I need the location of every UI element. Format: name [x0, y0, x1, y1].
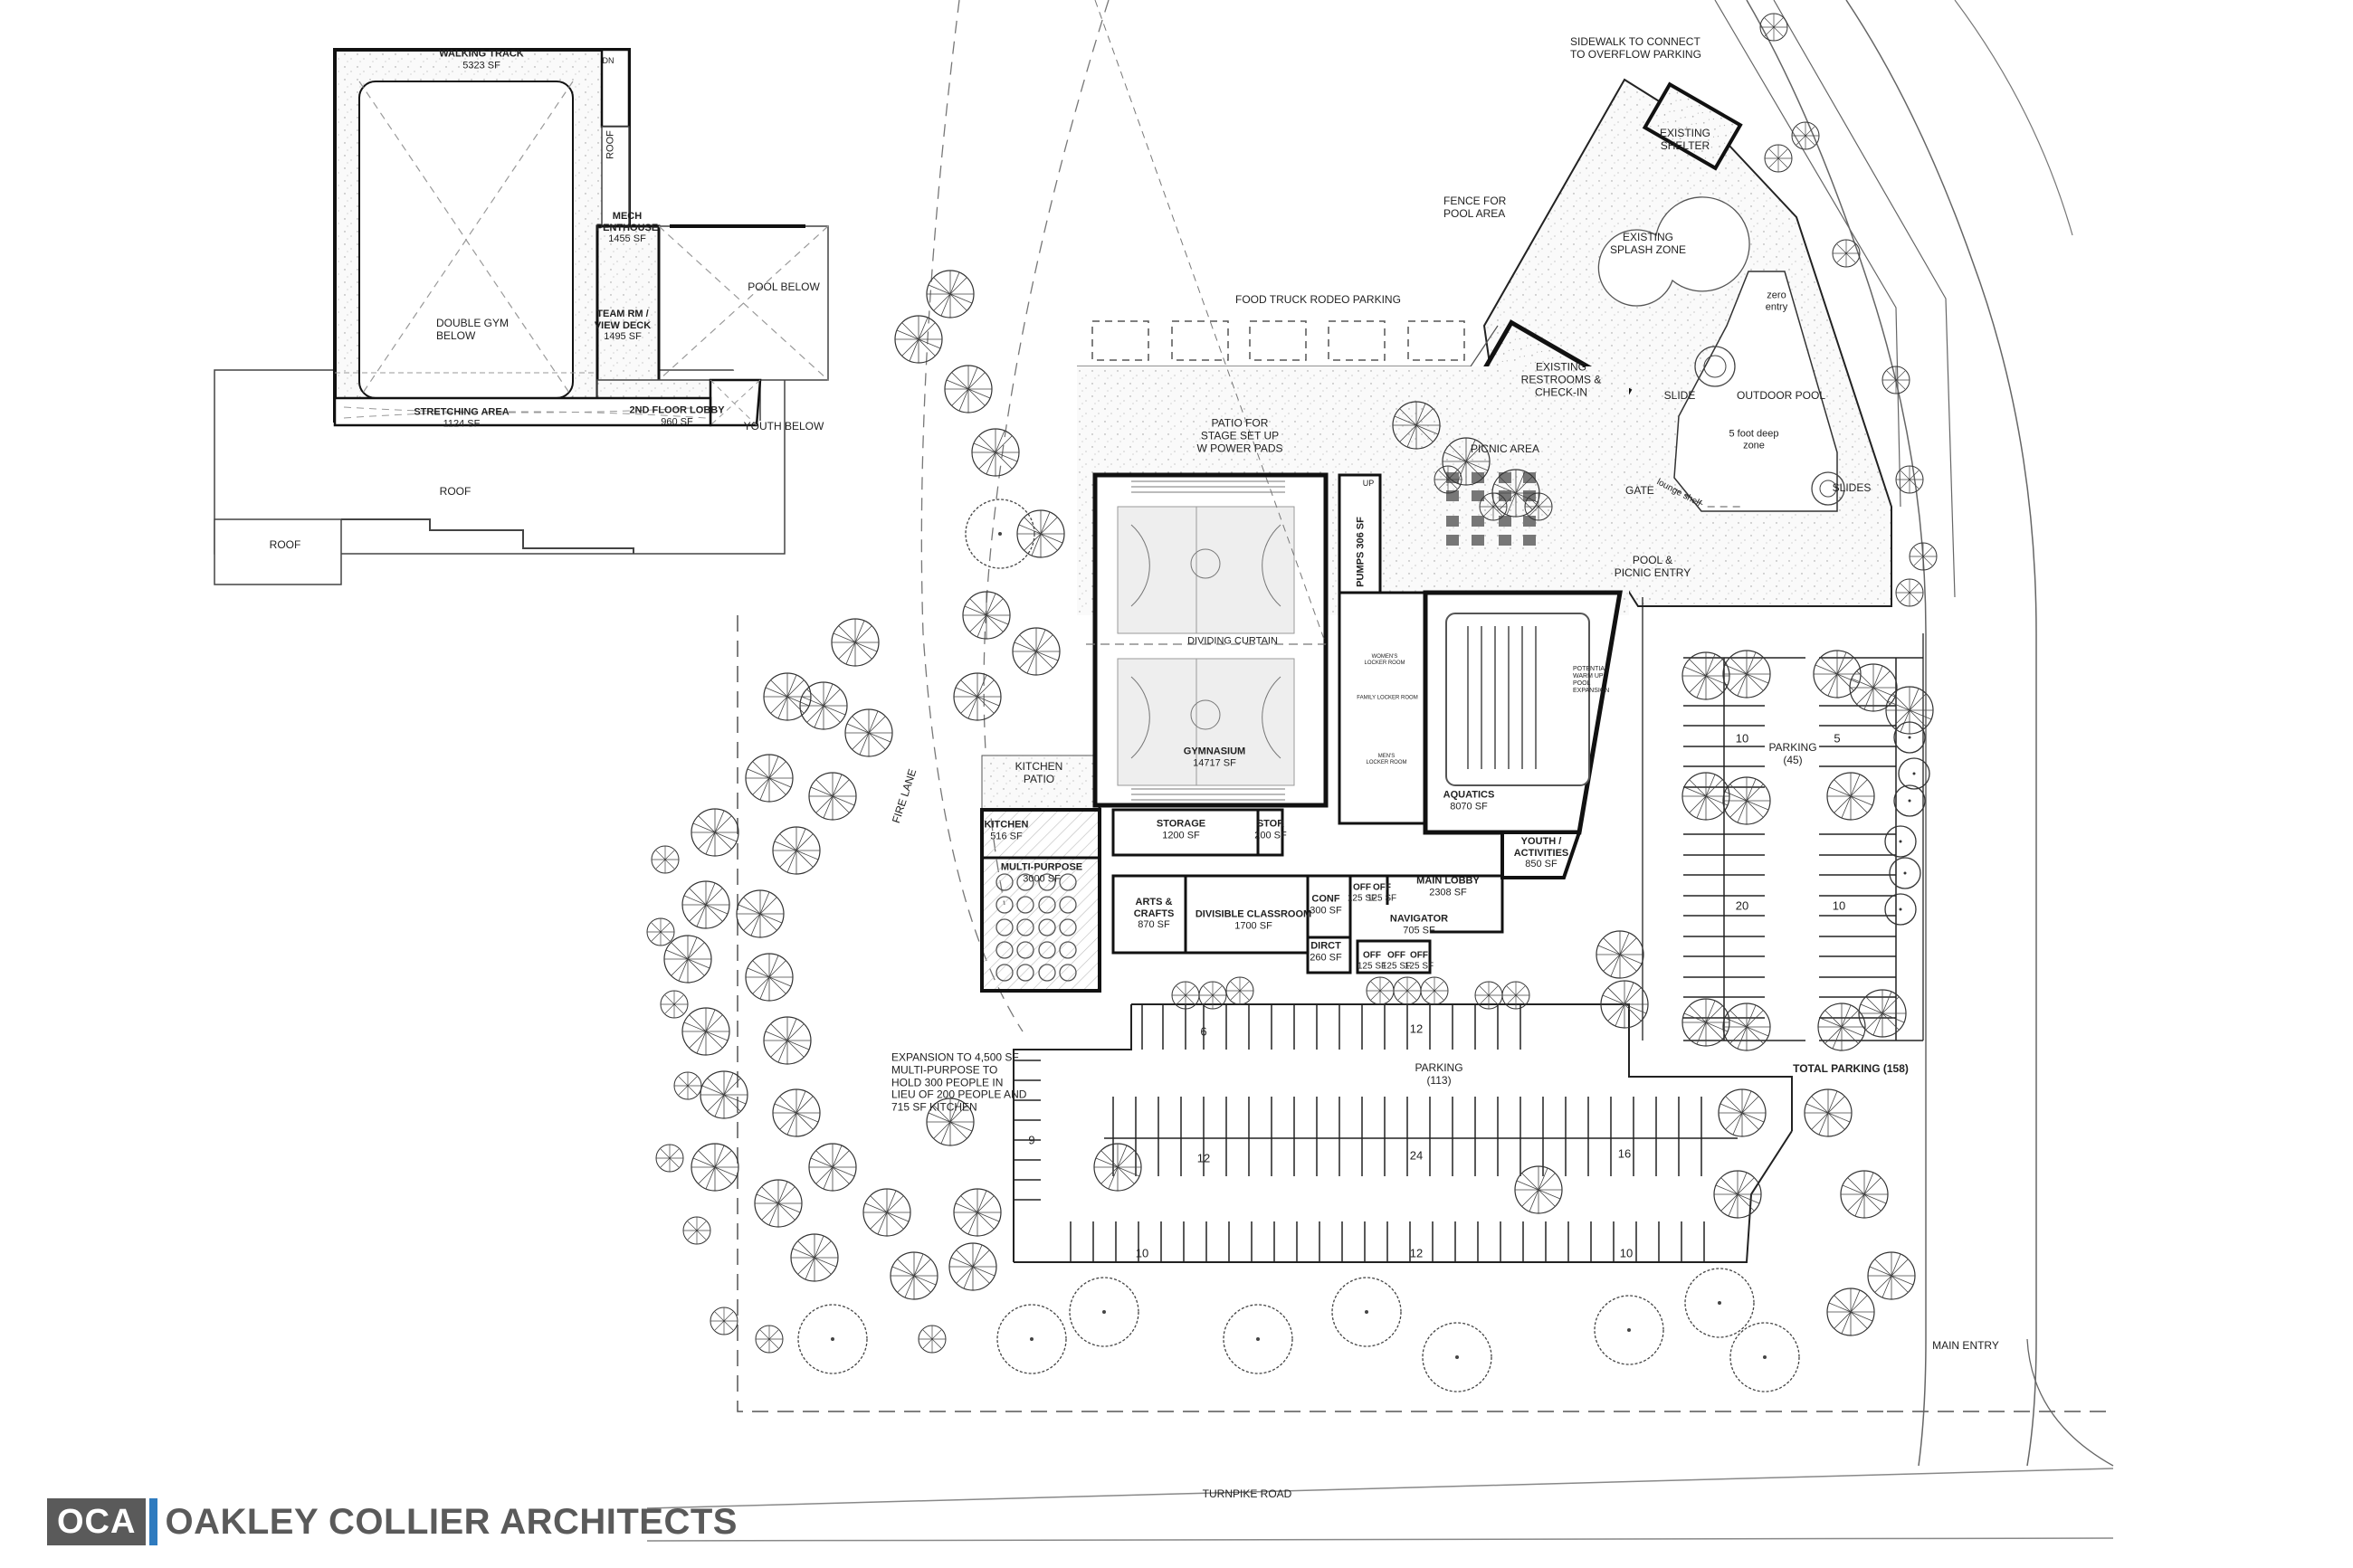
slide-label: SLIDE — [1663, 389, 1696, 403]
family-locker-label: FAMILY LOCKER ROOM — [1357, 695, 1418, 701]
sidewalk-note: SIDEWALK TO CONNECT TO OVERFLOW PARKING — [1570, 35, 1701, 61]
room-pumps: PUMPS 306 SF — [1355, 517, 1367, 587]
picnic-area-label: PICNIC AREA — [1470, 442, 1540, 456]
stall-count: 16 — [1617, 1146, 1632, 1161]
stall-count: 12 — [1196, 1151, 1211, 1165]
roof-main-label: ROOF — [439, 485, 472, 499]
stall-count: 10 — [1832, 898, 1846, 913]
stair-up-label: UP — [1362, 478, 1375, 488]
kitchen-patio-label: KITCHEN PATIO — [1015, 760, 1063, 785]
firm-logo: OCA OAKLEY COLLIER ARCHITECTS — [47, 1498, 738, 1545]
logo-abbrev: OCA — [47, 1498, 147, 1545]
second-floor-plan — [214, 48, 829, 585]
stall-count: 10 — [1135, 1246, 1149, 1260]
womens-locker-label: WOMEN'S LOCKER ROOM — [1364, 654, 1405, 666]
stall-count: 24 — [1409, 1148, 1424, 1163]
expansion-note: EXPANSION TO 4,500 SF MULTI-PURPOSE TO H… — [891, 1050, 1027, 1114]
stall-count: 10 — [1619, 1246, 1634, 1260]
double-gym-below-label: DOUBLE GYM BELOW — [436, 317, 510, 342]
zero-entry-label: zero entry — [1765, 290, 1788, 312]
main-entry-label: MAIN ENTRY — [1932, 1339, 1999, 1353]
firm-name: OAKLEY COLLIER ARCHITECTS — [165, 1501, 738, 1542]
roof-small-label: ROOF — [269, 538, 301, 552]
mens-locker-label: MEN'S LOCKER ROOM — [1366, 754, 1407, 765]
stall-count: 6 — [1200, 1024, 1207, 1039]
main-building — [980, 0, 1623, 993]
turnpike-road-label: TURNPIKE ROAD — [1202, 1487, 1292, 1501]
stall-count: 12 — [1409, 1246, 1424, 1260]
pool-below-label: POOL BELOW — [748, 280, 820, 294]
patio-stage-label: PATIO FOR STAGE SET UP W POWER PADS — [1196, 416, 1283, 454]
total-parking-label: TOTAL PARKING (158) — [1793, 1062, 1909, 1076]
youth-below-label: YOUTH BELOW — [743, 420, 824, 433]
logo-accent-bar — [149, 1498, 158, 1545]
outdoor-pool-label: OUTDOOR POOL — [1736, 389, 1826, 403]
roof-narrow-label: ROOF — [605, 130, 616, 159]
dividing-curtain-label: DIVIDING CURTAIN — [1187, 635, 1278, 647]
east-parking-label: PARKING(45) — [1768, 741, 1817, 766]
potential-pool-expansion-note: POTENTIAL WARM UP POOL EXPANSION — [1573, 665, 1610, 695]
food-truck-parking-note: FOOD TRUCK RODEO PARKING — [1235, 293, 1401, 307]
pool-fence-note: FENCE FOR POOL AREA — [1443, 195, 1507, 220]
stall-count: 12 — [1409, 1022, 1424, 1036]
gate-label: GATE — [1625, 484, 1654, 498]
existing-shelter-label: EXISTING SHELTER — [1659, 127, 1711, 152]
stall-count: 9 — [1028, 1133, 1035, 1147]
stall-count: 5 — [1834, 731, 1841, 746]
existing-splash-zone-label: EXISTING SPLASH ZONE — [1609, 231, 1687, 256]
stall-count: 10 — [1735, 731, 1749, 746]
pool-picnic-entry-label: POOL & PICNIC ENTRY — [1614, 554, 1691, 579]
slides-label: SLIDES — [1832, 481, 1872, 495]
deep-zone-label: 5 foot deep zone — [1729, 428, 1779, 451]
stall-count: 20 — [1735, 898, 1749, 913]
existing-restrooms-label: EXISTING RESTROOMS & CHECK-IN — [1520, 360, 1602, 398]
main-parking-label: PARKING(113) — [1415, 1061, 1463, 1087]
stair-down-label: DN — [602, 55, 614, 65]
parking-lots — [1013, 597, 1924, 1263]
